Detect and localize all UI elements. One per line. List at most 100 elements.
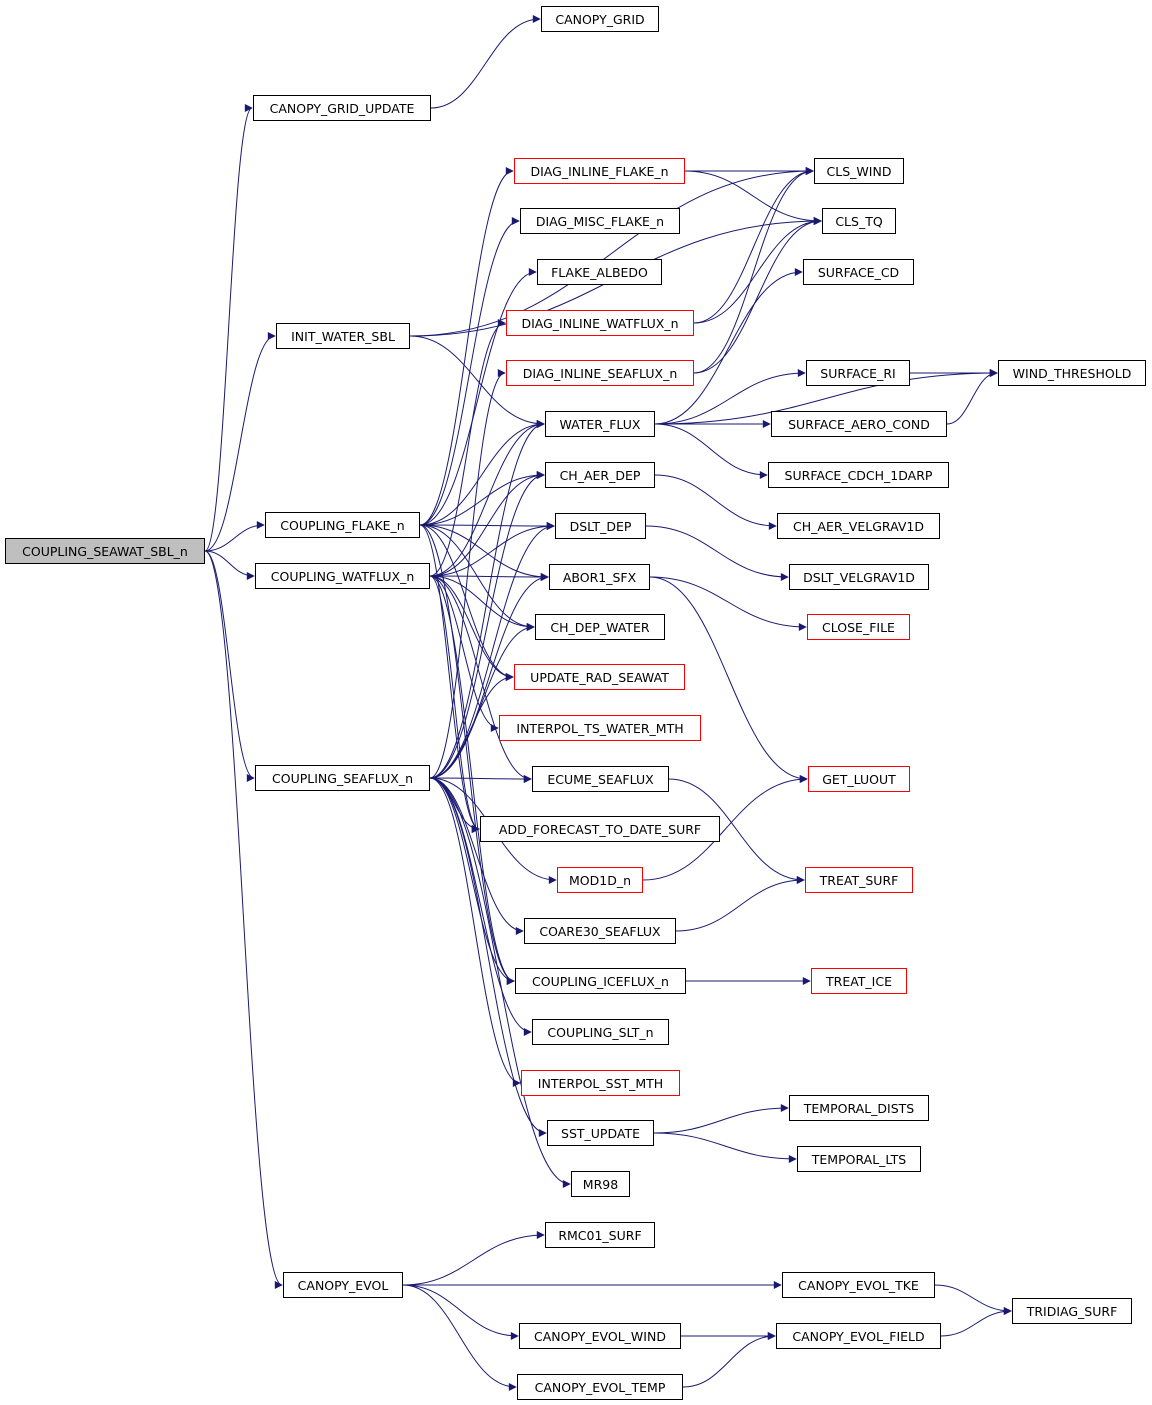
node-ch-aer-dep[interactable]: CH_AER_DEP bbox=[545, 462, 655, 488]
node-canopy-evol-temp[interactable]: CANOPY_EVOL_TEMP bbox=[517, 1374, 683, 1400]
node-temporal-dists[interactable]: TEMPORAL_DISTS bbox=[789, 1095, 929, 1121]
edge-cfl-aft bbox=[419, 524, 480, 833]
edge-cwf-diw bbox=[429, 319, 506, 577]
node-dslt-dep[interactable]: DSLT_DEP bbox=[555, 513, 646, 539]
edge-csf-ism bbox=[429, 777, 521, 1087]
edge-dis-clw bbox=[693, 167, 814, 374]
edge-csf-cif bbox=[429, 777, 515, 985]
edge-csf-dsd bbox=[429, 522, 555, 779]
node-canopy-evol-tke[interactable]: CANOPY_EVOL_TKE bbox=[782, 1272, 935, 1298]
node-surface-cdch-1darp[interactable]: SURFACE_CDCH_1DARP bbox=[768, 462, 949, 488]
node-temporal-lts[interactable]: TEMPORAL_LTS bbox=[797, 1146, 921, 1172]
node-init-water-sbl[interactable]: INIT_WATER_SBL bbox=[276, 323, 410, 349]
node-water-flux[interactable]: WATER_FLUX bbox=[545, 411, 655, 437]
node-surface-ri[interactable]: SURFACE_RI bbox=[806, 360, 910, 386]
edge-cev-rmc bbox=[402, 1231, 545, 1286]
edge-dis-ctq bbox=[693, 217, 822, 374]
node-canopy-evol-field[interactable]: CANOPY_EVOL_FIELD bbox=[776, 1323, 941, 1349]
edge-csf-wfx bbox=[429, 420, 545, 779]
edge-csf-mr9 bbox=[429, 777, 571, 1188]
node-treat-ice[interactable]: TREAT_ICE bbox=[811, 968, 907, 994]
node-mod1d-n[interactable]: MOD1D_n bbox=[557, 867, 643, 893]
edge-csf-dis bbox=[429, 369, 506, 779]
edge-cwf-wfx bbox=[429, 420, 545, 577]
node-close-file[interactable]: CLOSE_FILE bbox=[807, 614, 910, 640]
edge-cet-cef bbox=[682, 1332, 776, 1388]
node-coupling-iceflux-n[interactable]: COUPLING_ICEFLUX_n bbox=[515, 968, 686, 994]
edge-dif-ctq bbox=[684, 170, 822, 225]
edge-dsd-dsv bbox=[645, 525, 789, 581]
node-ch-dep-water[interactable]: CH_DEP_WATER bbox=[535, 614, 665, 640]
node-canopy-evol[interactable]: CANOPY_EVOL bbox=[283, 1272, 403, 1298]
edge-cev-cew bbox=[402, 1284, 519, 1340]
node-get-luout[interactable]: GET_LUOUT bbox=[808, 766, 910, 792]
node-ch-aer-velgrav1d[interactable]: CH_AER_VELGRAV1D bbox=[777, 513, 940, 539]
edge-csf-urs bbox=[429, 673, 514, 779]
node-interpol-ts-water-mth[interactable]: INTERPOL_TS_WATER_MTH bbox=[499, 715, 701, 741]
edge-root-cev bbox=[204, 550, 283, 1289]
edge-csf-coa bbox=[429, 777, 524, 935]
edge-wfx-scdh bbox=[654, 423, 768, 479]
node-canopy-grid-update[interactable]: CANOPY_GRID_UPDATE bbox=[253, 95, 431, 121]
node-sst-update[interactable]: SST_UPDATE bbox=[547, 1120, 654, 1146]
edge-cfl-fal bbox=[419, 268, 537, 526]
edge-abo-glo bbox=[649, 576, 808, 783]
node-coare30-seaflux[interactable]: COARE30_SEAFLUX bbox=[524, 918, 676, 944]
edge-root-cgu bbox=[204, 104, 253, 552]
node-diag-inline-watflux-n[interactable]: DIAG_INLINE_WATFLUX_n bbox=[506, 310, 694, 336]
edge-coa-trs bbox=[675, 876, 805, 932]
edge-iws-wfx bbox=[409, 335, 545, 428]
node-coupling-seaflux-n[interactable]: COUPLING_SEAFLUX_n bbox=[255, 765, 430, 791]
node-ecume-seaflux[interactable]: ECUME_SEAFLUX bbox=[532, 766, 669, 792]
node-coupling-flake-n[interactable]: COUPLING_FLAKE_n bbox=[265, 512, 420, 538]
edge-cfl-dmf bbox=[419, 217, 520, 526]
edge-cfl-wfx bbox=[419, 420, 545, 526]
node-rmc01-surf[interactable]: RMC01_SURF bbox=[545, 1222, 655, 1248]
node-interpol-sst-mth[interactable]: INTERPOL_SST_MTH bbox=[521, 1070, 680, 1096]
node-tridiag-surf[interactable]: TRIDIAG_SURF bbox=[1012, 1298, 1132, 1324]
edge-csf-ssu bbox=[429, 777, 547, 1137]
edge-root-iws bbox=[204, 332, 276, 552]
edge-cwf-ecu bbox=[429, 575, 532, 783]
edge-cfl-urs bbox=[419, 524, 514, 681]
node-cls-wind[interactable]: CLS_WIND bbox=[814, 158, 904, 184]
edge-cgu-cg bbox=[430, 15, 541, 109]
edge-wfx-sri bbox=[654, 369, 806, 425]
node-add-forecast-to-date-surf[interactable]: ADD_FORECAST_TO_DATE_SURF bbox=[480, 816, 720, 842]
edge-root-cfl bbox=[204, 521, 265, 552]
node-mr98[interactable]: MR98 bbox=[571, 1171, 630, 1197]
node-canopy-evol-wind[interactable]: CANOPY_EVOL_WIND bbox=[519, 1323, 681, 1349]
edge-cfl-dif bbox=[419, 167, 514, 526]
edge-ssu-tpd bbox=[653, 1104, 789, 1134]
node-diag-misc-flake-n[interactable]: DIAG_MISC_FLAKE_n bbox=[520, 208, 680, 234]
edge-m1d-glo bbox=[642, 775, 808, 881]
node-abor1-sfx[interactable]: ABOR1_SFX bbox=[549, 564, 650, 590]
edge-root-cwf bbox=[204, 550, 255, 580]
node-diag-inline-seaflux-n[interactable]: DIAG_INLINE_SEAFLUX_n bbox=[506, 360, 694, 386]
node-coupling-slt-n[interactable]: COUPLING_SLT_n bbox=[532, 1019, 669, 1045]
node-coupling-seawat-sbl-n: COUPLING_SEAWAT_SBL_n bbox=[5, 538, 205, 564]
node-coupling-watflux-n[interactable]: COUPLING_WATFLUX_n bbox=[255, 563, 430, 589]
node-canopy-grid[interactable]: CANOPY_GRID bbox=[541, 6, 659, 32]
node-diag-inline-flake-n[interactable]: DIAG_INLINE_FLAKE_n bbox=[514, 158, 685, 184]
node-surface-cd[interactable]: SURFACE_CD bbox=[803, 259, 914, 285]
node-cls-tq[interactable]: CLS_TQ bbox=[822, 208, 896, 234]
node-update-rad-seawat[interactable]: UPDATE_RAD_SEAWAT bbox=[514, 664, 685, 690]
edge-cwf-cdw bbox=[429, 575, 535, 631]
node-wind-threshold[interactable]: WIND_THRESHOLD bbox=[998, 360, 1146, 386]
edge-cef-tds bbox=[940, 1307, 1012, 1337]
edge-cwf-cad bbox=[429, 471, 545, 577]
edge-cev-cet bbox=[402, 1284, 517, 1391]
node-dslt-velgrav1d[interactable]: DSLT_VELGRAV1D bbox=[789, 564, 929, 590]
node-flake-albedo[interactable]: FLAKE_ALBEDO bbox=[537, 259, 662, 285]
edge-abo-clf bbox=[649, 576, 807, 631]
edge-ssu-tpl bbox=[653, 1132, 797, 1163]
edge-cfl-cad bbox=[419, 471, 545, 526]
node-treat-surf[interactable]: TREAT_SURF bbox=[805, 867, 913, 893]
edge-cwf-abo bbox=[429, 572, 549, 581]
edge-sac-wth bbox=[946, 369, 998, 425]
edge-cek-tds bbox=[934, 1284, 1012, 1315]
edge-cwf-urs bbox=[429, 575, 514, 681]
edge-csf-ecu bbox=[429, 774, 532, 783]
node-surface-aero-cond[interactable]: SURFACE_AERO_COND bbox=[771, 411, 947, 437]
